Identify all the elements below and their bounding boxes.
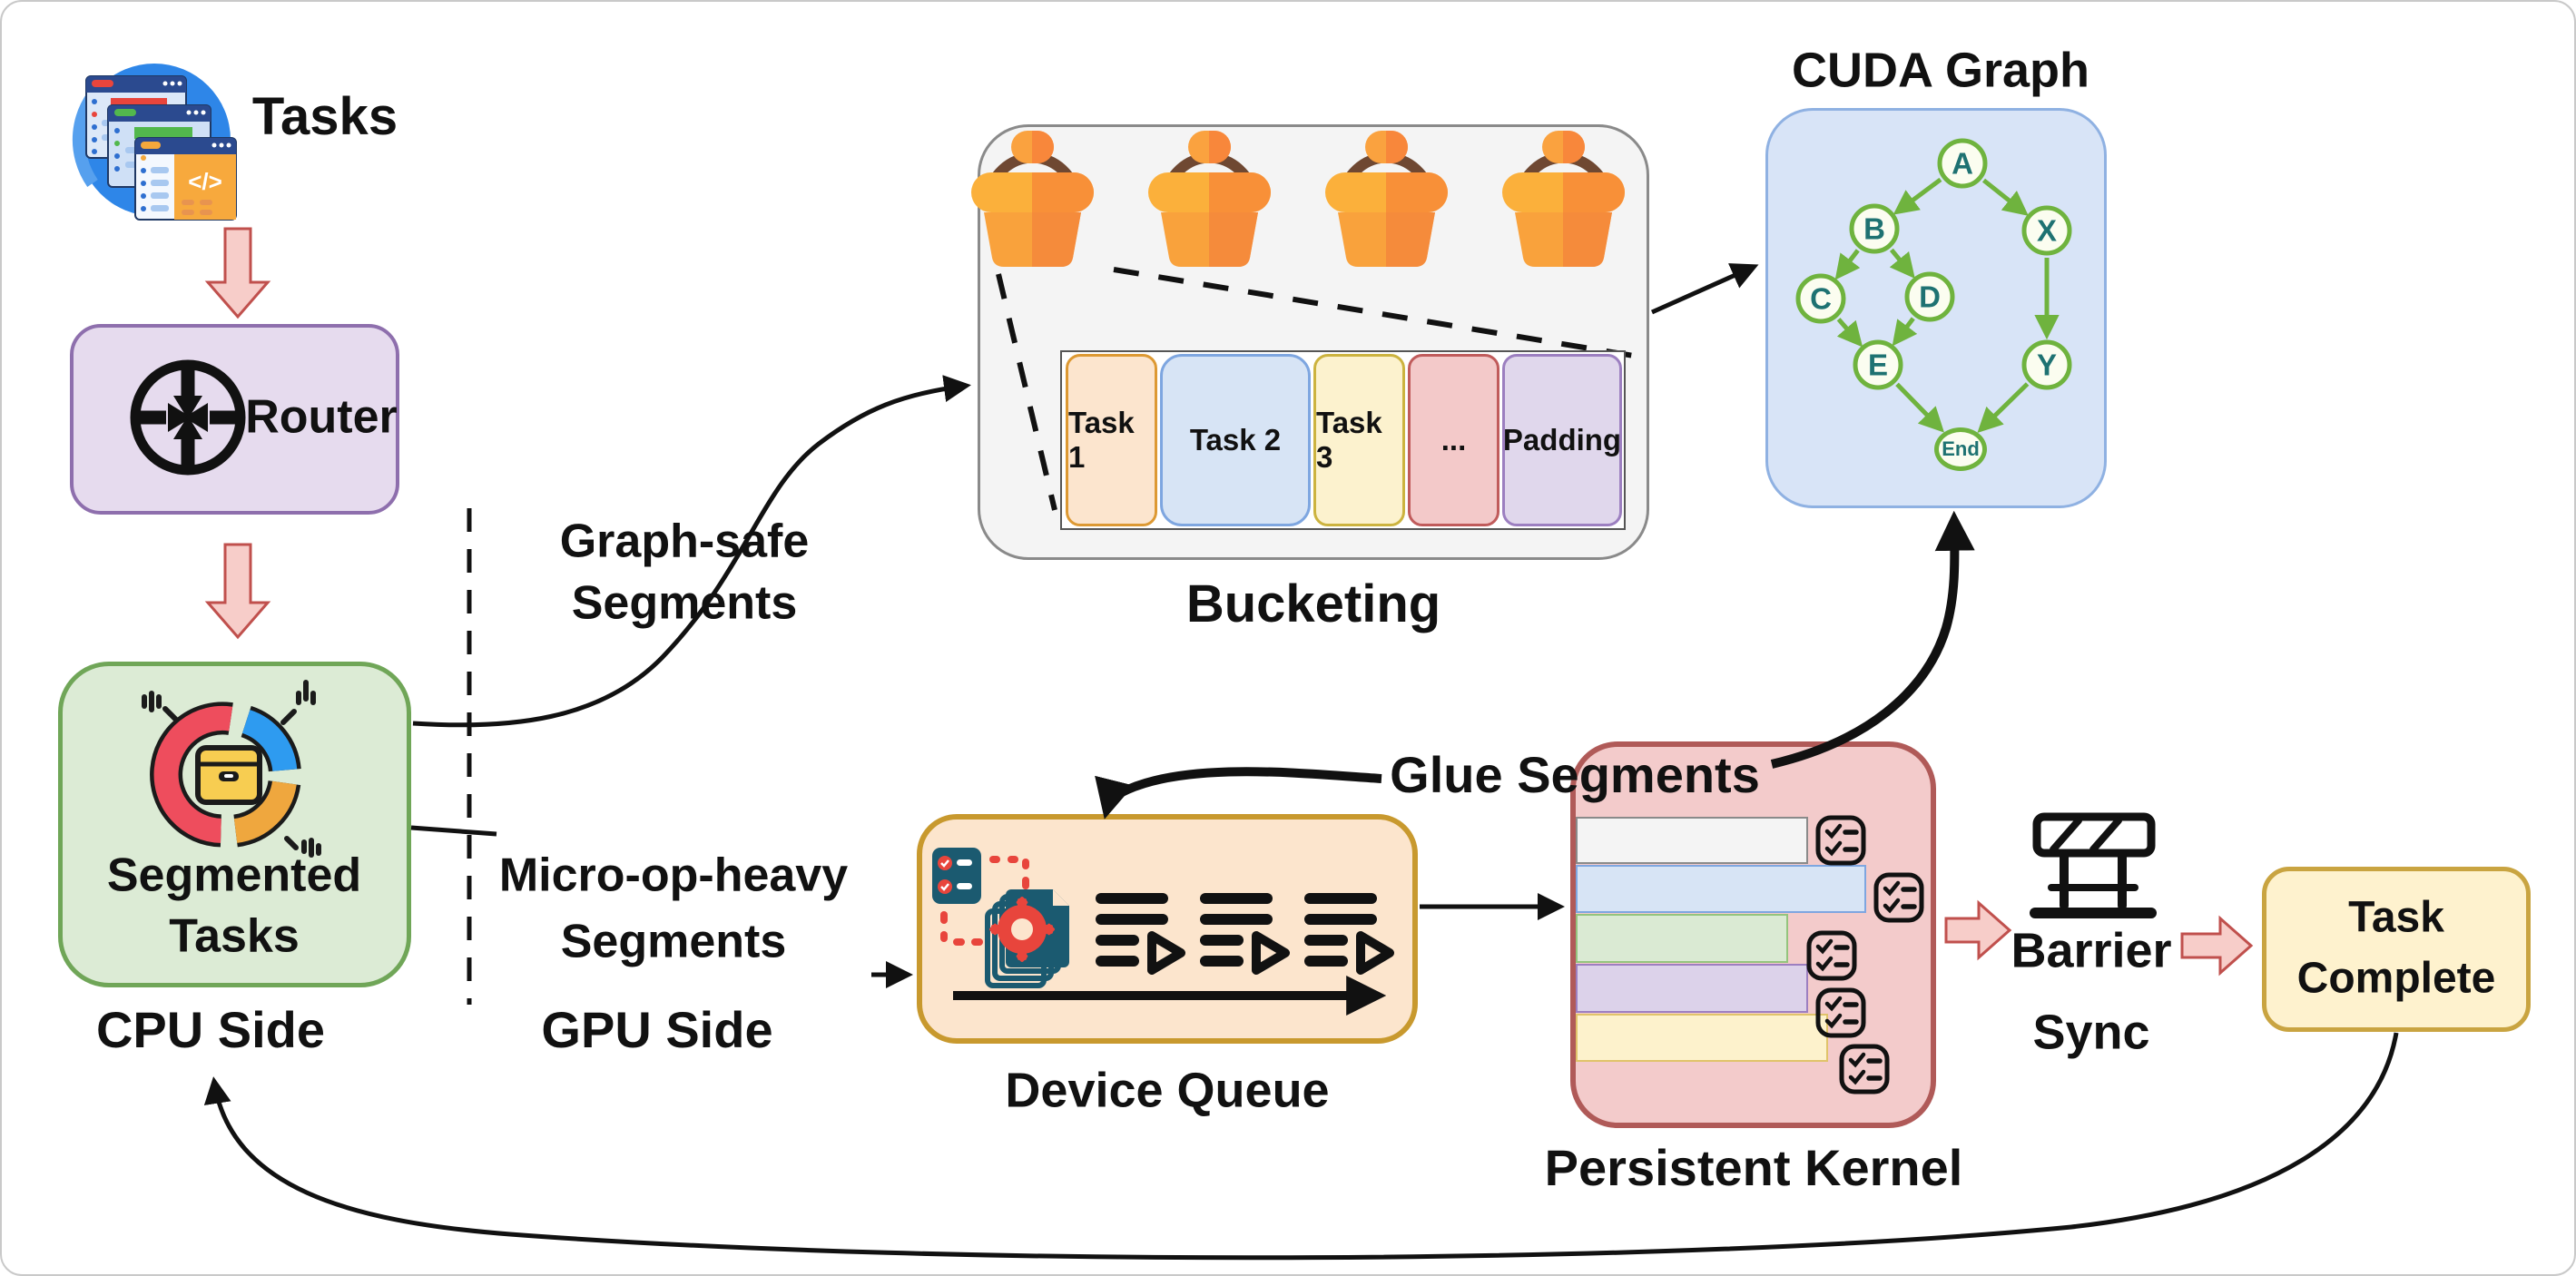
device-queue-checklist-icon [932,848,1029,946]
task-complete-label-line2: Complete [2296,954,2496,1003]
cuda-node-A: A [1937,138,1988,189]
graph-safe-connector [412,375,971,728]
kernel-check-icon-3 [1809,933,1854,978]
kernel-bar-4 [1576,964,1808,1013]
task-complete-feedback-curve [203,1032,2399,1261]
segmented-label-line2: Tasks [169,909,300,963]
micro-op-label-line2: Segments [560,915,787,968]
cuda-graph-title: CUDA Graph [1791,43,2090,98]
gpu-side-label: GPU Side [541,1001,773,1059]
cuda-node-B: B [1849,203,1900,254]
tasks-icon: </> [72,64,237,221]
glue-to-device-queue-arrow [1095,767,1382,820]
micro-op-connector-stub [410,825,497,837]
tasks-label: Tasks [251,87,398,147]
micro-op-label-line1: Micro-op-heavy [498,849,849,902]
cuda-node-Y: Y [2021,339,2072,390]
bucket-icon-4 [1502,131,1625,267]
flow-arrow-barrier-to-complete [2180,915,2254,977]
cuda-node-X: X [2021,205,2072,256]
kernel-bar-2 [1576,865,1866,913]
cuda-node-End: End [1934,427,1987,471]
kernel-bar-3 [1576,914,1788,963]
kernel-check-icon-1 [1818,818,1863,863]
bucket-icon-1 [971,131,1094,267]
task-complete-box [2262,867,2531,1032]
kernel-check-icon-2 [1876,875,1922,920]
bucket-cell-task3: Task 3 [1313,354,1405,526]
bucket-zoom-dash-right [1113,267,1635,358]
barrier-label-line1: Barrier [2011,923,2172,978]
graph-safe-label-line1: Graph-safe [559,515,810,568]
device-queue-label: Device Queue [1005,1063,1330,1118]
cuda-node-C: C [1795,273,1846,324]
bucketing-to-cuda-arrow [1650,263,1759,315]
bucket-cell-padding: Padding [1502,354,1622,526]
cpu-side-label: CPU Side [95,1001,326,1059]
flow-arrow-tasks-to-router [204,227,271,319]
stream-queue-icon-1 [1096,893,1181,970]
persistent-kernel-box [1570,741,1936,1128]
stream-queue-icon-2 [1200,893,1285,970]
barrier-sync-icon [2030,812,2157,918]
segmented-tasks-icon [142,680,321,858]
device-queue-docs-gear-icon [985,889,1069,988]
task-complete-label-line1: Task [2348,893,2444,942]
graph-safe-label-line2: Segments [571,576,798,630]
router-label: Router [245,390,398,444]
bucket-task-row: Task 1 Task 2 Task 3 ... Padding [1060,350,1626,530]
barrier-label-line2: Sync [2032,1005,2150,1060]
glue-segments-label: Glue Segments [1390,746,1760,804]
stream-queue-icon-3 [1304,893,1390,970]
kernel-check-icon-5 [1842,1046,1887,1092]
flow-arrow-kernel-to-barrier [1944,899,2012,961]
bucket-icon-2 [1148,131,1271,267]
cuda-edges [1834,177,2060,433]
kernel-bar-5 [1576,1014,1828,1062]
router-icon [130,359,246,476]
svg-text:</>: </> [188,168,222,195]
glue-to-cuda-arrow [1770,510,1975,769]
bucket-cell-task1: Task 1 [1066,354,1157,526]
cuda-node-D: D [1904,271,1955,322]
bucketing-label: Bucketing [1185,574,1441,634]
kernel-bar-1 [1576,817,1808,864]
flow-arrow-router-to-segmented [204,543,271,640]
bucket-zoom-dash-left [996,273,1057,511]
bucket-icon-3 [1325,131,1448,267]
segmented-tasks-box [58,662,411,987]
segmented-label-line1: Segmented [106,849,362,902]
persistent-kernel-label: Persistent Kernel [1544,1139,1963,1197]
cuda-node-E: E [1853,339,1903,390]
bucket-cell-task2: Task 2 [1160,354,1311,526]
kernel-check-icon-4 [1818,990,1863,1036]
bucket-cell-ellipsis: ... [1408,354,1499,526]
